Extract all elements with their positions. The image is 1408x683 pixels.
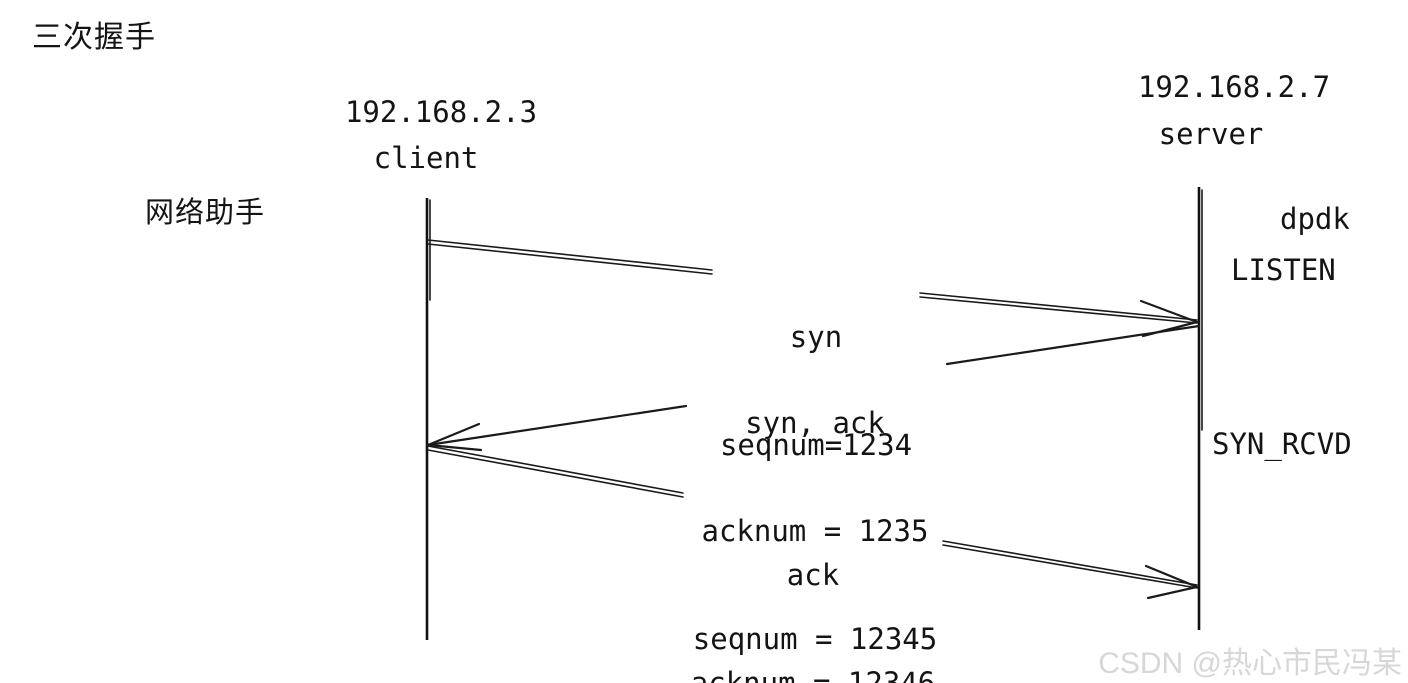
- server-lifeline: [1197, 187, 1203, 630]
- syn-arrow: [427, 239, 1201, 338]
- message-line: acknum = 1235: [701, 514, 929, 548]
- page-title: 三次握手: [32, 21, 156, 54]
- message-line: syn, ack: [745, 406, 885, 440]
- ack-arrow: [427, 445, 1201, 600]
- syn-ack-arrowhead-icon: [427, 422, 483, 452]
- client-lifeline: [425, 198, 431, 640]
- client-role-label: client: [373, 141, 479, 175]
- message-ack-label: ack acknum = 12346: [691, 485, 935, 683]
- message-line: seqnum=1234: [719, 428, 913, 462]
- message-line: syn: [789, 320, 843, 354]
- csdn-watermark: CSDN @热心市民冯某: [1098, 647, 1402, 680]
- message-syn-ack-label: syn, ack acknum = 1235 seqnum = 12345: [693, 333, 937, 683]
- server-role-label: server: [1158, 117, 1264, 151]
- server-ip-label: 192.168.2.7: [1137, 70, 1331, 104]
- server-stack-label: dpdk: [1280, 202, 1350, 236]
- message-line: acknum = 12346: [690, 666, 936, 683]
- message-line: ack: [786, 558, 840, 592]
- server-state-syn-rcvd: SYN_RCVD: [1212, 427, 1352, 461]
- network-assistant-label: 网络助手: [145, 197, 266, 229]
- server-state-listen: LISTEN: [1231, 253, 1336, 287]
- message-syn-label: syn seqnum=1234: [720, 247, 912, 535]
- syn-ack-arrow: [426, 324, 1201, 452]
- ack-arrowhead-icon: [1144, 564, 1201, 600]
- client-ip-label: 192.168.2.3: [344, 95, 538, 129]
- message-line: seqnum = 12345: [692, 622, 938, 656]
